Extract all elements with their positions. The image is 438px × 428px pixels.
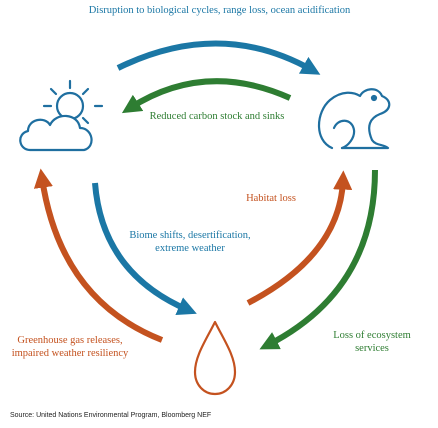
source-note: Source: United Nations Environmental Pro… xyxy=(10,412,212,419)
label-top: Disruption to biological cycles, range l… xyxy=(88,5,351,16)
label-habitat: Habitat loss xyxy=(246,193,296,204)
label-greenhouse: Greenhouse gas releases, impaired weathe… xyxy=(11,335,129,359)
water-drop-icon xyxy=(193,320,237,396)
arrow-frog-to-weather xyxy=(121,78,292,114)
label-biome: Biome shifts, desertification, extreme w… xyxy=(129,230,251,254)
frog-icon xyxy=(318,88,391,150)
arrow-drop-to-weather xyxy=(33,168,164,343)
arrow-drop-to-frog xyxy=(246,170,353,306)
label-ecosystem: Loss of ecosystem services xyxy=(333,330,411,354)
sun-cloud-icon xyxy=(19,79,104,152)
arrow-weather-to-drop xyxy=(92,182,197,316)
arrow-frog-to-drop xyxy=(259,169,378,350)
label-carbon: Reduced carbon stock and sinks xyxy=(149,111,285,122)
arrow-weather-to-frog xyxy=(116,40,321,75)
